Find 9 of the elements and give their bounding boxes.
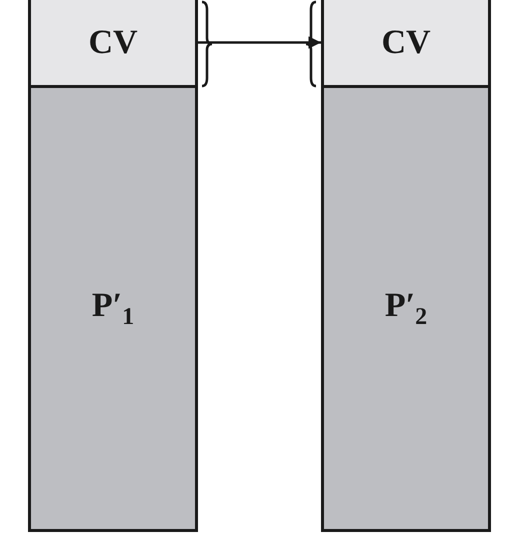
header-block (321, 0, 491, 88)
block-label: P′$_{1}$ (92, 288, 134, 328)
memory-block (28, 85, 198, 532)
block-label: CV (381, 26, 431, 60)
header-block (28, 0, 198, 88)
memory-block (321, 85, 491, 532)
block-label: P′$_{2}$ (384, 288, 428, 328)
block-label: CV (88, 26, 138, 60)
arrow (198, 36, 321, 49)
